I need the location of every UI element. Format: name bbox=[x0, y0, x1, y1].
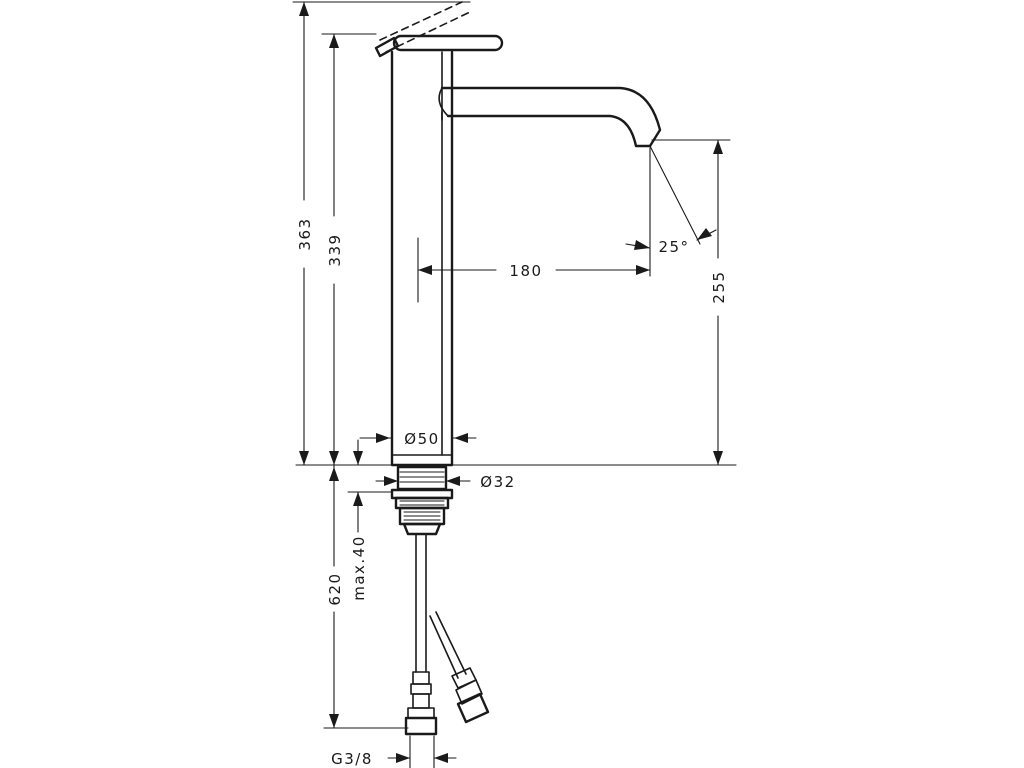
label-hose-length: 620 bbox=[326, 572, 344, 605]
label-shank-diameter: Ø32 bbox=[480, 473, 515, 491]
label-overall-height: 363 bbox=[296, 217, 314, 250]
label-spout-angle: 25° bbox=[658, 238, 689, 256]
dimension-hose-length: 620 bbox=[323, 464, 409, 729]
dimension-body-diameter: Ø50 bbox=[359, 430, 477, 448]
dimension-spout-height: 255 bbox=[651, 139, 731, 466]
label-connection-thread: G3/8 bbox=[331, 750, 373, 768]
dimension-spout-angle: 25° bbox=[625, 145, 717, 256]
label-body-diameter: Ø50 bbox=[404, 430, 439, 448]
dimension-shank-diameter: Ø32 bbox=[375, 473, 515, 491]
mounting-shank bbox=[390, 465, 454, 536]
label-counter-thickness: max.40 bbox=[350, 535, 368, 601]
dimension-connection-thread: G3/8 bbox=[331, 735, 457, 768]
label-body-height: 339 bbox=[326, 233, 344, 266]
spout bbox=[438, 86, 662, 148]
lever-handle bbox=[374, 1, 504, 58]
supply-hoses bbox=[404, 533, 490, 736]
dimension-overall-height: 363 bbox=[292, 1, 471, 466]
dimension-counter-thickness: max.40 bbox=[347, 439, 393, 601]
label-spout-reach: 180 bbox=[509, 262, 542, 280]
faucet-body bbox=[390, 50, 454, 467]
dimension-spout-reach: 180 bbox=[417, 147, 651, 303]
label-spout-height: 255 bbox=[710, 270, 728, 303]
dimension-body-height: 339 bbox=[321, 33, 377, 466]
